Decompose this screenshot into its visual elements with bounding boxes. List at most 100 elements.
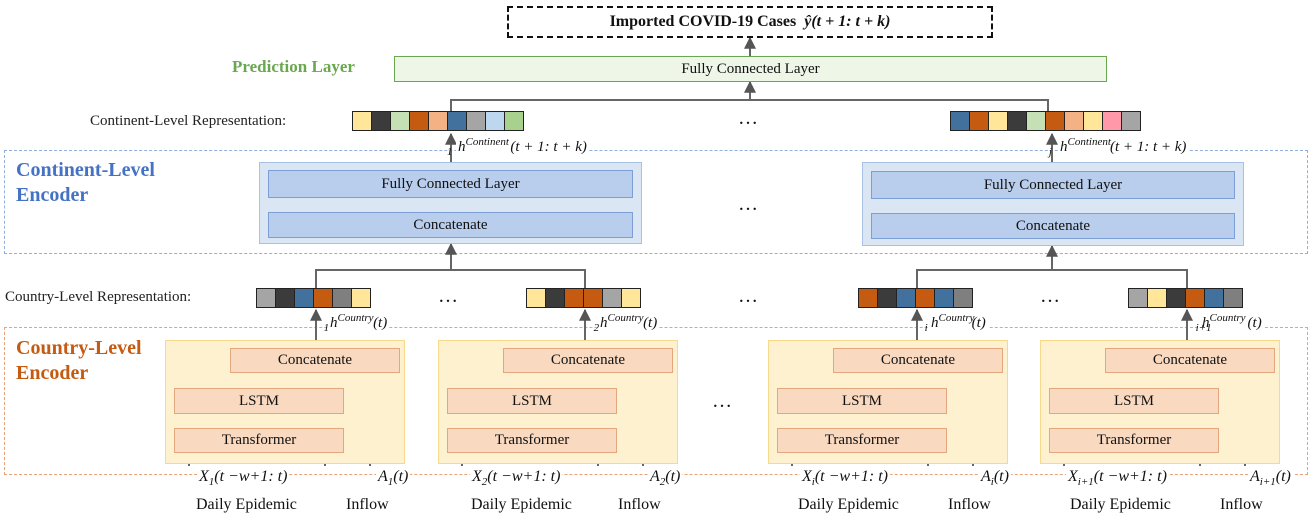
continent-encoder-dots: … — [738, 193, 759, 215]
country-rep-2-cell — [934, 288, 954, 308]
prediction-layer-title: Prediction Layer — [232, 57, 355, 76]
country-rep-3-cell — [1147, 288, 1167, 308]
continent-rep-1-cell — [352, 111, 372, 131]
country-encoder-dots: … — [712, 390, 733, 412]
continent-rep-j-cell — [1026, 111, 1046, 131]
output-math: ŷ(t + 1: t + k) — [804, 13, 891, 30]
continent-rep-1-cell — [409, 111, 429, 131]
continent-rep-label: Continent-Level Representation: — [90, 113, 287, 129]
country-rep-0-cell — [275, 288, 295, 308]
continent-rep-1-cell — [428, 111, 448, 131]
continent-rep-j-cell — [1121, 111, 1141, 131]
continent-rep-j-cell — [1102, 111, 1122, 131]
country-rep-1-cell — [621, 288, 641, 308]
continent-rep-j-cell — [1045, 111, 1065, 131]
transformer-i: Transformer — [777, 428, 947, 453]
continent-rep-1-cell — [485, 111, 505, 131]
continent-rep-1-cell — [504, 111, 524, 131]
transformer-2: Transformer — [447, 428, 617, 453]
country-rep-0-cell — [313, 288, 333, 308]
h1-continent-label: hContinent1(t + 1: t + k) — [446, 136, 589, 158]
transformer-i1: Transformer — [1049, 428, 1219, 453]
country-rep-1-cell — [564, 288, 584, 308]
continent-strip-1 — [352, 111, 524, 131]
hi1-country-label: hCountryi+1(t) — [1195, 312, 1264, 334]
country-rep-2-cell — [858, 288, 878, 308]
country-rep-1-cell — [545, 288, 565, 308]
concat-i: Concatenate — [833, 348, 1003, 373]
ai1-input: Ai+1(t) — [1248, 468, 1293, 489]
continent-rep-j-cell — [1007, 111, 1027, 131]
x2-input: X2(t −w+1: t) — [470, 468, 563, 489]
continent-rep-j-cell — [1064, 111, 1084, 131]
concat-2: Concatenate — [503, 348, 673, 373]
hi-country-label: hCountryi(t) — [924, 312, 988, 334]
inflow-i1: Inflow — [1220, 496, 1263, 513]
daily-epidemic-1: Daily Epidemic — [196, 496, 297, 513]
output-label: Imported COVID-19 Cases — [609, 13, 797, 30]
continent-encoder-region — [4, 150, 1308, 254]
h1-country-label: hCountry1(t) — [323, 312, 390, 334]
daily-epidemic-i1: Daily Epidemic — [1070, 496, 1171, 513]
hj-continent-label: hContinentj(t + 1: t + k) — [1048, 136, 1189, 158]
lstm-2: LSTM — [447, 388, 617, 414]
country-strip-1 — [256, 288, 371, 308]
country-rep-3-cell — [1166, 288, 1186, 308]
country-strip-i1 — [1128, 288, 1243, 308]
country-rep-3-cell — [1223, 288, 1243, 308]
country-rep-2-cell — [896, 288, 916, 308]
country-rep-label: Country-Level Representation: — [5, 289, 192, 305]
country-rep-2-cell — [953, 288, 973, 308]
country-rep-3-cell — [1128, 288, 1148, 308]
continent-rep-1-cell — [447, 111, 467, 131]
output-box: Imported COVID-19 Cases ŷ(t + 1: t + k) — [507, 6, 993, 38]
inflow-i: Inflow — [948, 496, 991, 513]
continent-concat-1: Concatenate — [268, 212, 633, 238]
country-rep-2-cell — [915, 288, 935, 308]
country-rep-0-cell — [332, 288, 352, 308]
country-rep-dots-2: … — [738, 285, 759, 307]
concat-i1: Concatenate — [1105, 348, 1275, 373]
country-rep-0-cell — [256, 288, 276, 308]
continent-fc-1: Fully Connected Layer — [268, 170, 633, 198]
prediction-fc-layer: Fully Connected Layer — [394, 56, 1107, 82]
country-rep-2-cell — [877, 288, 897, 308]
continent-rep-j-cell — [950, 111, 970, 131]
country-rep-0-cell — [351, 288, 371, 308]
continent-rep-1-cell — [371, 111, 391, 131]
continent-rep-j-cell — [1083, 111, 1103, 131]
continent-concat-j: Concatenate — [871, 213, 1235, 239]
h2-country-label: hCountry2(t) — [593, 312, 660, 334]
country-rep-1-cell — [583, 288, 603, 308]
country-rep-0-cell — [294, 288, 314, 308]
country-rep-dots-1: … — [438, 285, 459, 307]
a2-input: A2(t) — [648, 468, 683, 489]
continent-rep-j-cell — [988, 111, 1008, 131]
country-rep-3-cell — [1204, 288, 1224, 308]
inflow-1: Inflow — [346, 496, 389, 513]
country-rep-3-cell — [1185, 288, 1205, 308]
country-rep-1-cell — [602, 288, 622, 308]
lstm-1: LSTM — [174, 388, 344, 414]
lstm-i1: LSTM — [1049, 388, 1219, 414]
continent-rep-1-cell — [390, 111, 410, 131]
inflow-2: Inflow — [618, 496, 661, 513]
country-rep-dots-3: … — [1040, 285, 1061, 307]
ai-input: Ai(t) — [979, 468, 1011, 489]
xi-input: Xi(t −w+1: t) — [800, 468, 890, 489]
country-strip-i — [858, 288, 973, 308]
transformer-1: Transformer — [174, 428, 344, 453]
continent-strip-j — [950, 111, 1141, 131]
country-strip-2 — [526, 288, 641, 308]
continent-fc-j: Fully Connected Layer — [871, 171, 1235, 199]
daily-epidemic-i: Daily Epidemic — [798, 496, 899, 513]
x1-input: X1(t −w+1: t) — [197, 468, 290, 489]
lstm-i: LSTM — [777, 388, 947, 414]
a1-input: A1(t) — [376, 468, 411, 489]
country-rep-1-cell — [526, 288, 546, 308]
prediction-fc-label: Fully Connected Layer — [681, 60, 820, 77]
xi1-input: Xi+1(t −w+1: t) — [1066, 468, 1169, 489]
continent-rep-1-cell — [466, 111, 486, 131]
